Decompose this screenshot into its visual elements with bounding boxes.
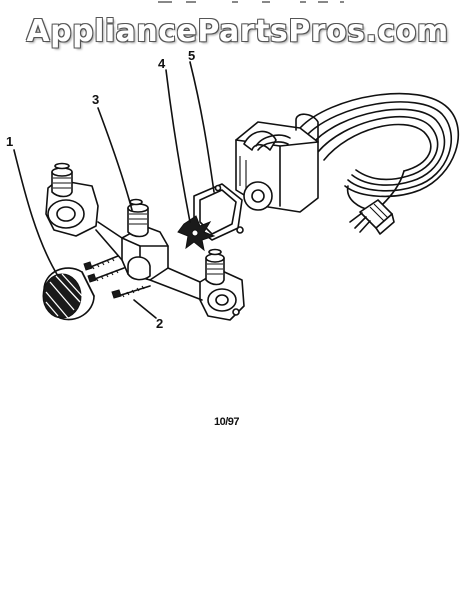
callout-2: 2 [156,316,164,331]
callout-5: 5 [188,48,196,63]
power-plug [349,199,395,235]
callout-4: 4 [158,56,166,71]
mounting-screws [83,255,151,299]
watermark-text: AppliancePartsPros.com [26,14,449,49]
inlet-screen-filter [42,267,95,321]
power-cord-coil [299,92,459,211]
callout-1: 1 [6,134,14,149]
callout-3: 3 [92,92,100,107]
callout-leaders [13,61,215,319]
diagram-date-code: 10/97 [214,416,240,428]
lower-outlet-fitting [149,248,245,321]
impeller [177,215,216,252]
motor-housing [235,113,319,213]
pump-body [121,198,169,281]
upper-outlet-fitting [45,162,123,261]
